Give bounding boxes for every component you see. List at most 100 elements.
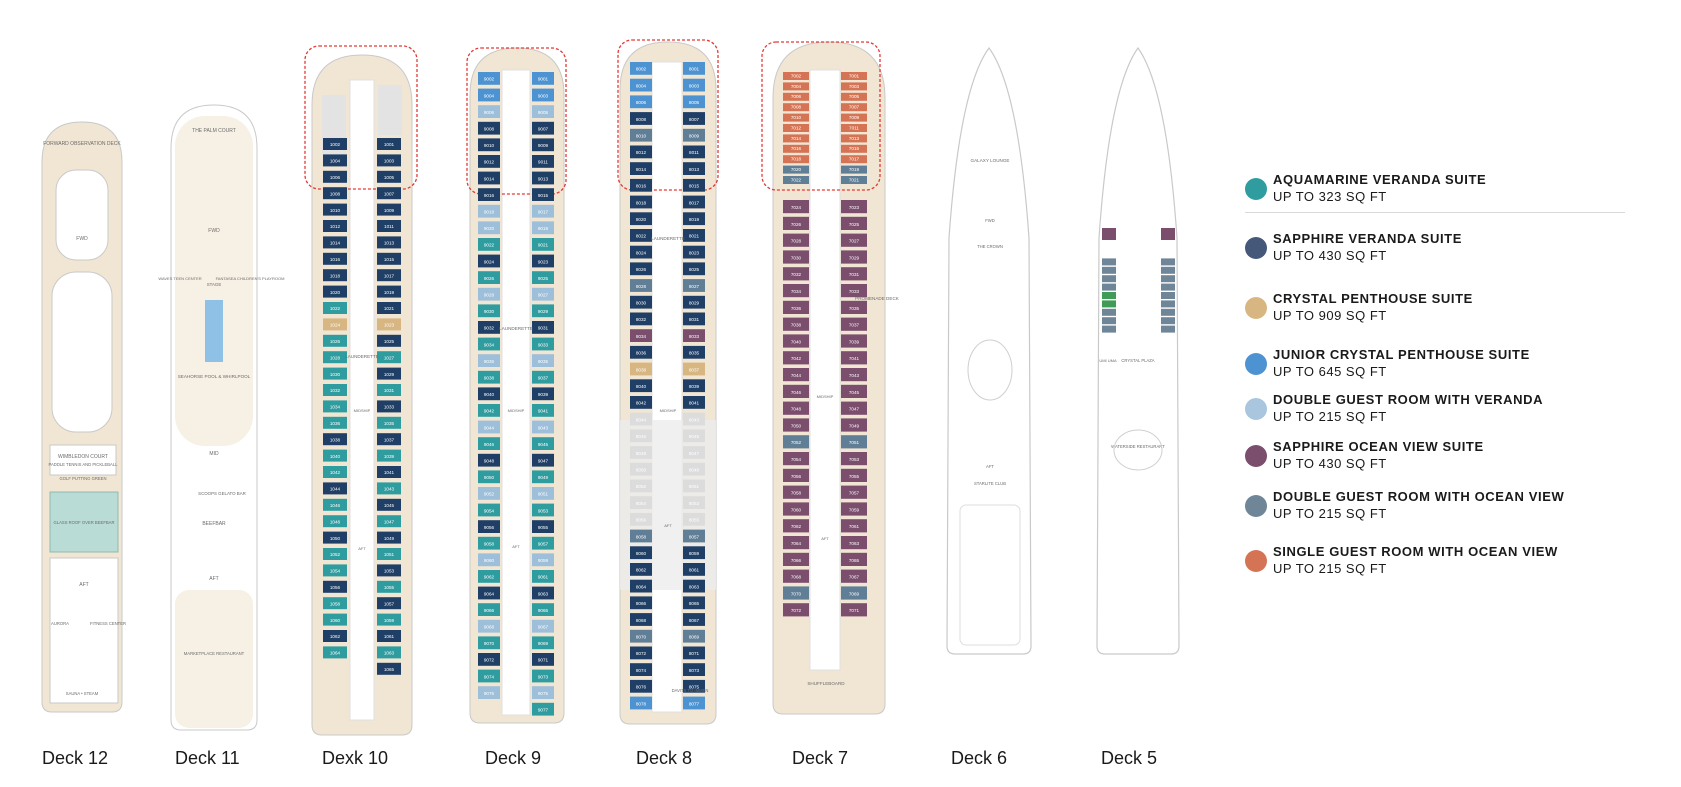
deck-10-starboard-cabin xyxy=(377,351,401,364)
deck-9-starboard-cabin-number: 9043 xyxy=(538,425,549,430)
deck-9-port-cabin xyxy=(478,420,500,434)
deck-10-port-cabin-number: 1028 xyxy=(330,355,341,360)
deck-9-port-cabin-number: 9002 xyxy=(484,77,495,82)
deck-6-venue-label: STARLITE CLUB xyxy=(974,481,1006,486)
deck-9-port-cabin xyxy=(478,88,500,102)
deck-6-venue-label: GALAXY LOUNGE xyxy=(971,158,1010,163)
deck-8-port-cabin-number: 8002 xyxy=(636,67,647,72)
deck-8-port-cabin xyxy=(630,579,652,593)
deck-7-starboard-cabin xyxy=(841,368,867,382)
deck-9-starboard-cabin-number: 9005 xyxy=(538,110,549,115)
deck-10-starboard-cabin xyxy=(377,662,401,675)
deck-8-highlight-box xyxy=(617,39,719,191)
deck-7-port-cabin xyxy=(783,368,809,382)
deck-8-starboard-cabin xyxy=(683,195,705,209)
deck-9-starboard-cabin xyxy=(532,420,554,434)
deck-7-starboard-forward-cabin-number: 7003 xyxy=(849,84,860,89)
deck-9-port-cabin-number: 9048 xyxy=(484,459,495,464)
deck-8-starboard-cabin xyxy=(683,178,705,192)
deck-10-starboard-cabin xyxy=(377,548,401,560)
deck-7-starboard-cabin-number: 7035 xyxy=(849,306,860,311)
deck-11-venue-label: SEAHORSE POOL & WHIRLPOOL xyxy=(178,374,251,379)
deck-8-starboard-cabin xyxy=(683,613,705,626)
deck-11-venue-label: FANTASEA CHILDREN'S PLAYROOM xyxy=(216,276,285,281)
deck-10-starboard-cabin-number: 1029 xyxy=(384,372,395,377)
deck-8-port-cabin-number: 8014 xyxy=(636,167,647,172)
deck-8-starboard-cabin xyxy=(683,112,705,125)
deck-10-port-cabin xyxy=(323,466,347,478)
deck-7-port-cabin xyxy=(783,468,809,482)
sapphire-swatch xyxy=(1245,237,1267,259)
deck-7-starboard-cabin xyxy=(841,536,867,550)
deck-10-port-cabin xyxy=(323,646,347,659)
deck-7-port-cabin-number: 7024 xyxy=(791,205,802,210)
deck-7-starboard-cabin xyxy=(841,216,867,230)
deck-8-starboard-cabin xyxy=(683,162,705,175)
deck-8-port-cabin-number: 8058 xyxy=(636,534,647,539)
deck-8-starboard-cabin-number: 8015 xyxy=(689,184,700,189)
deck-10-port-cabin xyxy=(323,138,347,150)
deck-7-port-cabin xyxy=(783,216,809,230)
deck-8-starboard-cabin-number: 8067 xyxy=(689,618,700,623)
deck-7-port-cabin-number: 7026 xyxy=(791,222,802,227)
deck-7-port-cabin-number: 7042 xyxy=(791,356,802,361)
deck-10-starboard-cabin xyxy=(377,285,401,298)
deck-10-port-cabin xyxy=(323,220,347,232)
deck-5-hull xyxy=(1096,46,1180,655)
deck-7-port-cabin xyxy=(783,200,809,214)
deck-8-port-cabin-number: 8052 xyxy=(636,484,647,489)
single-ocean-view-swatch xyxy=(1245,550,1267,572)
deck-9-port-cabin xyxy=(478,536,500,550)
deck-10-venue-label: AFT xyxy=(358,546,366,551)
deck-9-port-cabin xyxy=(478,171,500,185)
deck-10-starboard-cabin-number: 1005 xyxy=(384,175,395,180)
deck-10-starboard-cabin xyxy=(377,466,401,478)
deck-9-port-cabin-number: 9024 xyxy=(484,259,495,264)
deck-7-starboard-cabin-number: 7041 xyxy=(849,356,860,361)
deck-10-highlight-box xyxy=(304,45,418,190)
deck-8-port-cabin-number: 8036 xyxy=(636,351,647,356)
deck-7-port-cabin xyxy=(783,300,809,314)
deck-10-starboard-cabin xyxy=(377,220,401,232)
deck-10-starboard-cabin-number: 1045 xyxy=(384,503,395,508)
deck-9-port-cabin xyxy=(478,437,500,450)
deck-9-starboard-cabin xyxy=(532,138,554,152)
deck-7-starboard-forward-cabin xyxy=(841,103,867,112)
legend-size: UP TO 430 SQ FT xyxy=(1273,456,1387,471)
deck-12-venue-label: GLASS ROOF OVER BEEFBAR xyxy=(54,520,115,525)
deck-6-venue-label: THE CROWN xyxy=(977,244,1003,249)
deck-7-starboard-cabin-number: 7065 xyxy=(849,558,860,563)
deck-11-venue-label: SCOOPS GELATO BAR xyxy=(198,491,246,496)
deck-10-starboard-cabin-number: 1051 xyxy=(384,552,395,557)
deck-10-starboard-cabin xyxy=(377,416,401,429)
deck-9-starboard-cabin xyxy=(532,204,554,218)
deck-8-starboard-cabin-number: 8043 xyxy=(689,417,700,422)
deck-10-starboard-cabin-number: 1001 xyxy=(384,142,395,147)
deck-10-port-cabin-number: 1058 xyxy=(330,601,341,606)
deck-8-port-cabin xyxy=(630,479,652,493)
deck-10-port-cabin-number: 1018 xyxy=(330,273,341,278)
deck-7-port-forward-cabin-number: 7004 xyxy=(791,84,802,89)
deck-8-port-cabin-number: 8072 xyxy=(636,651,647,656)
deck-7-starboard-cabin-number: 7051 xyxy=(849,440,860,445)
deck-8-venue-label: DAVITS TO IMMEN xyxy=(672,688,709,693)
deck-8-port-cabin-number: 8034 xyxy=(636,334,647,339)
deck-6-hull xyxy=(946,46,1032,655)
deck-8-starboard-cabin-number: 8035 xyxy=(689,351,700,356)
legend-size: UP TO 430 SQ FT xyxy=(1273,248,1387,263)
deck-10-starboard-cabin-number: 1061 xyxy=(384,634,395,639)
deck-8-port-cabin-number: 8054 xyxy=(636,501,647,506)
deck-8-starboard-cabin-number: 8033 xyxy=(689,334,700,339)
deck-10-port-cabin xyxy=(323,630,347,642)
deck-10-venue-label: LAUNDERETTE xyxy=(345,354,379,359)
deck-8-starboard-cabin xyxy=(683,229,705,242)
deck-9-starboard-cabin xyxy=(532,520,554,533)
deck-7-starboard-cabin xyxy=(841,233,867,247)
deck-8-starboard-cabin xyxy=(683,295,705,309)
deck-10-starboard-cabin-number: 1011 xyxy=(384,224,394,229)
deck-8-starboard-cabin xyxy=(683,62,705,75)
deck-8-starboard-cabin xyxy=(683,529,705,543)
deck-8-starboard-cabin-number: 8009 xyxy=(689,134,700,139)
deck-8-port-cabin xyxy=(630,229,652,242)
deck-10-port-cabin xyxy=(323,302,347,314)
